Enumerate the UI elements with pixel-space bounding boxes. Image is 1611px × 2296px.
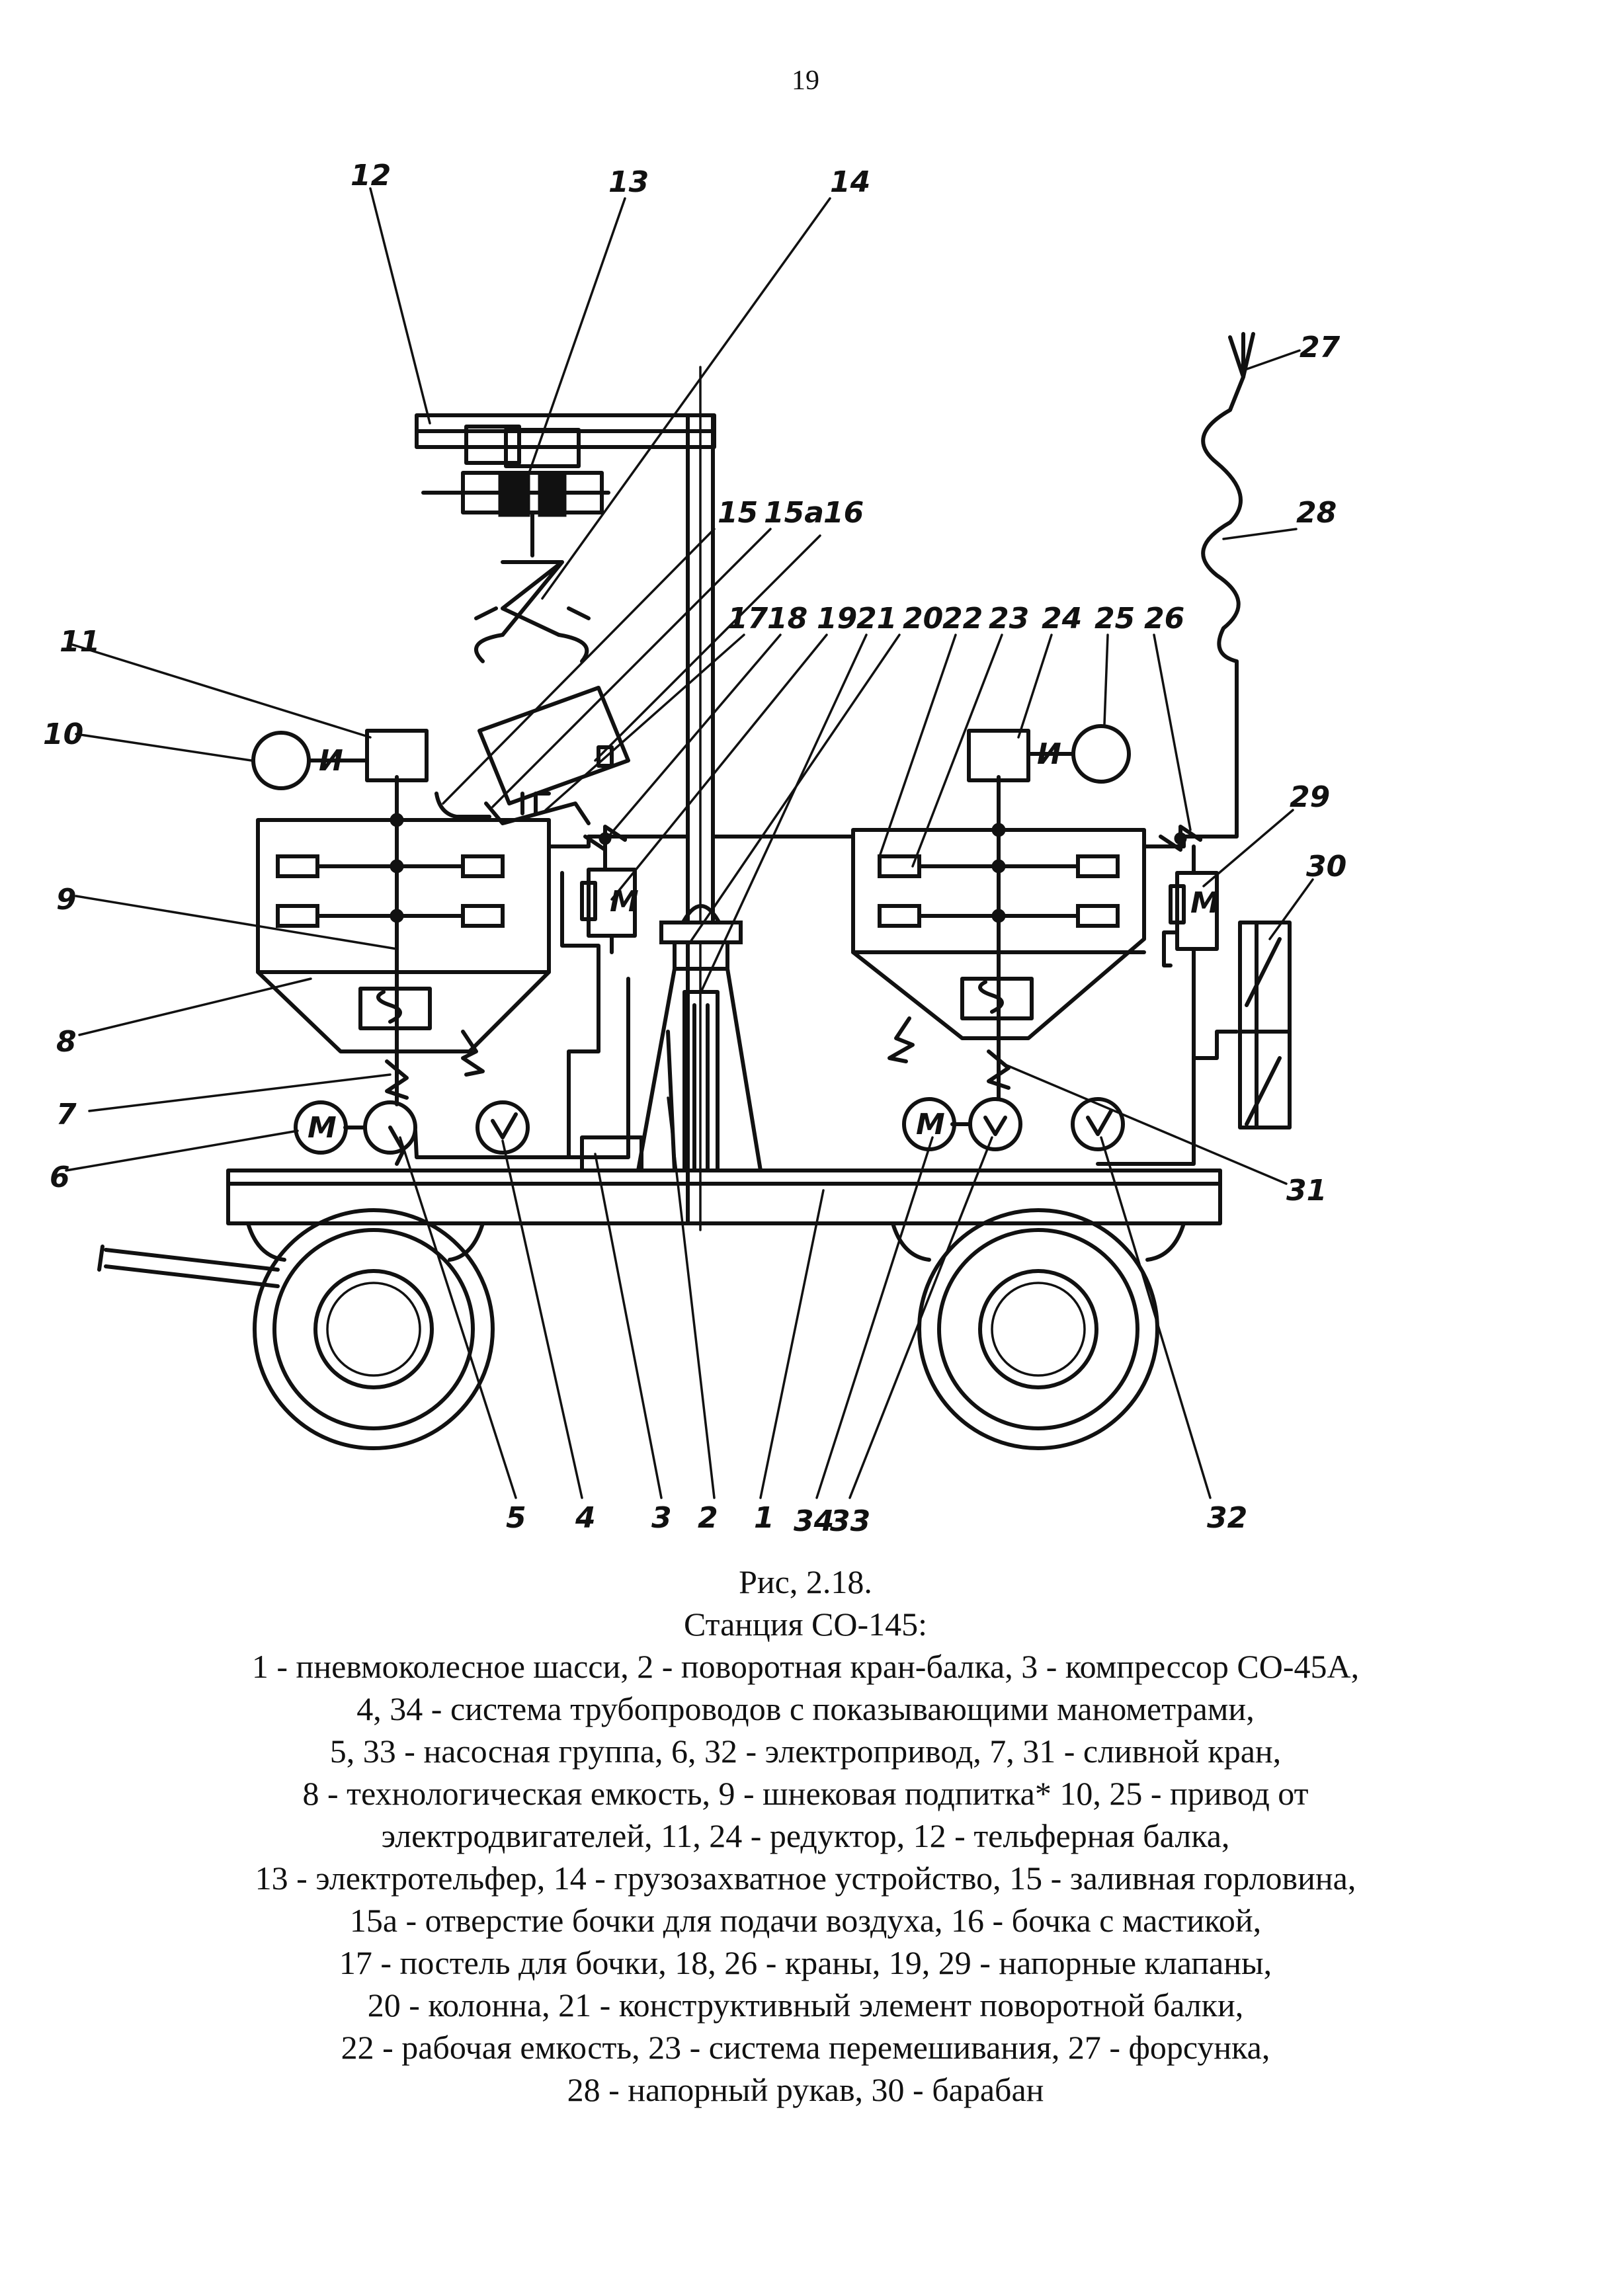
- station-diagram: И М М: [43, 159, 1346, 1538]
- barrel-bed: [484, 801, 591, 825]
- drive-right: И: [1026, 724, 1131, 784]
- caption-line: 4, 34 - система трубопроводов с показыва…: [356, 1690, 1255, 1727]
- filler-neck: [434, 792, 491, 819]
- drive-symbol: И: [319, 744, 343, 778]
- callout-12: 12: [351, 159, 391, 192]
- callout-30: 30: [1306, 850, 1346, 883]
- caption-line: электродвигателей, 11, 24 - редуктор, 12…: [381, 1817, 1230, 1854]
- drum: [1238, 921, 1292, 1129]
- caption-line: 8 - технологическая емкость, 9 - шнекова…: [302, 1775, 1309, 1812]
- callout-2: 2: [698, 1501, 718, 1535]
- motor-symbol: М: [308, 1111, 337, 1145]
- callout-6: 6: [50, 1161, 70, 1194]
- callout-22: 22: [942, 602, 983, 636]
- callout-15a: 15а: [764, 496, 824, 530]
- manometer-right: [1071, 1097, 1125, 1151]
- reducer-right: [967, 729, 1030, 782]
- pressure-hose: [1201, 375, 1245, 676]
- caption-line: 1 - пневмоколесное шасси, 2 - поворотная…: [251, 1648, 1360, 1685]
- electric-hoist: [421, 425, 610, 517]
- callout-21: 21: [856, 602, 897, 636]
- callout-15: 15: [718, 496, 758, 530]
- callout-28: 28: [1296, 496, 1337, 530]
- grab-device: [474, 511, 591, 663]
- callout-25: 25: [1095, 602, 1135, 636]
- callout-5: 5: [506, 1501, 526, 1535]
- callout-9: 9: [56, 883, 77, 917]
- callout-18: 18: [767, 602, 807, 636]
- callout-27-label: 27: [1300, 331, 1341, 364]
- manometer-left: [475, 1100, 530, 1155]
- callout-4: 4: [575, 1501, 596, 1535]
- working-tank: [712, 775, 1146, 1040]
- callout-8: 8: [56, 1025, 77, 1059]
- callout-33: 33: [830, 1504, 870, 1538]
- callout-13: 13: [608, 165, 649, 199]
- motor-symbol: М: [916, 1108, 945, 1141]
- drive-left: И: [251, 731, 369, 790]
- wheel-right: [891, 1208, 1186, 1450]
- nozzle: [1228, 332, 1255, 379]
- drive-symbol: И: [1037, 737, 1061, 771]
- callout-32: 32: [1207, 1501, 1247, 1535]
- drain-valve-left: [385, 1030, 485, 1106]
- caption-line: 13 - электротельфер, 14 - грузозахватное…: [255, 1860, 1356, 1897]
- caption-line: 20 - колонна, 21 - конструктивный элемен…: [367, 1987, 1244, 2024]
- callout-3: 3: [651, 1501, 672, 1535]
- pipe-system-right: М: [1096, 673, 1239, 1166]
- pump-group-right: [950, 1097, 1022, 1151]
- compressor: [580, 1135, 643, 1172]
- callout-26: 26: [1144, 602, 1184, 636]
- caption-line: 17 - постель для бочки, 18, 26 - краны, …: [339, 1944, 1272, 1981]
- leader-lines: [65, 187, 1314, 1499]
- callout-24: 24: [1042, 602, 1082, 636]
- technological-tank: [256, 775, 551, 1053]
- page-number: 19: [792, 65, 819, 96]
- electric-drive-right: М: [902, 1097, 956, 1151]
- caption-line: 5, 33 - насосная группа, 6, 32 - электро…: [329, 1733, 1282, 1770]
- callout-19: 19: [817, 602, 857, 636]
- caption-label: Рис, 2.18.: [739, 1563, 872, 1600]
- figure-caption: Рис, 2.18. Станция СО-145: 1 - пневмокол…: [0, 1561, 1611, 2111]
- motor-symbol: М: [1190, 886, 1219, 920]
- callout-16: 16: [823, 496, 864, 530]
- callouts: 12 13 14 27 27 28 15 15а 16 17 18 19 21 …: [43, 159, 1346, 1538]
- callout-31: 31: [1286, 1174, 1327, 1208]
- callout-17: 17: [727, 602, 768, 636]
- chassis: [97, 1168, 1222, 1450]
- callout-7: 7: [56, 1098, 77, 1131]
- callout-29: 29: [1290, 780, 1330, 814]
- callout-23: 23: [989, 602, 1029, 636]
- callout-1: 1: [754, 1501, 774, 1535]
- caption-line: 28 - напорный рукав, 30 - барабан: [567, 2071, 1044, 2108]
- caption-line: 22 - рабочая емкость, 23 - система перем…: [341, 2029, 1270, 2066]
- caption-line: 15а - отверстие бочки для подачи воздуха…: [349, 1902, 1262, 1939]
- callout-34: 34: [794, 1504, 834, 1538]
- crane-column: [636, 366, 763, 1231]
- electric-drive-left: М: [294, 1100, 348, 1155]
- reducer-left: [365, 729, 429, 782]
- caption-title: Станция СО-145:: [683, 1606, 928, 1643]
- motor-symbol: М: [610, 885, 639, 919]
- wheel-left: [246, 1208, 495, 1450]
- callout-11: 11: [60, 625, 100, 659]
- callout-14: 14: [830, 165, 870, 199]
- callout-20: 20: [903, 602, 943, 636]
- pipe-system-left: М: [413, 825, 690, 1159]
- callout-10: 10: [43, 718, 83, 751]
- drain-valve-right: [888, 1016, 1011, 1100]
